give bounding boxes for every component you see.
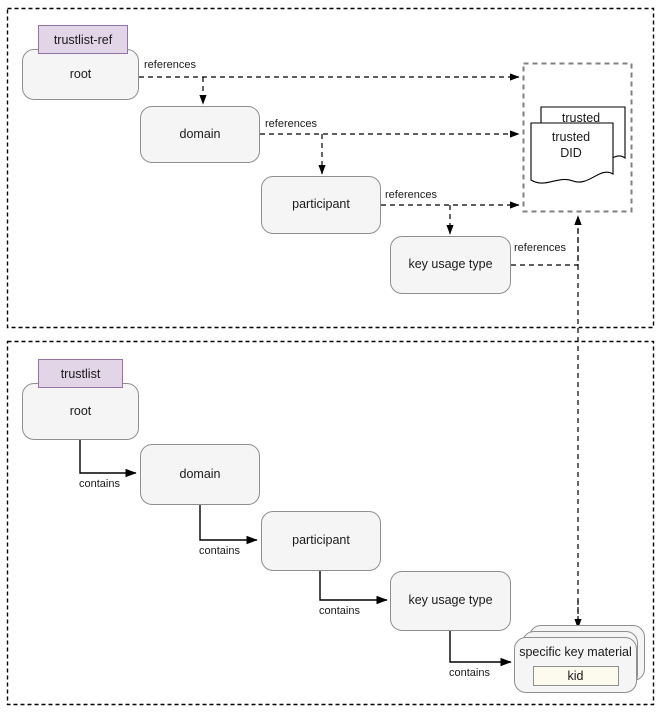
node-list-key-usage-type[interactable]: key usage type bbox=[390, 571, 511, 631]
trusted-did-text-line2: DID bbox=[560, 145, 582, 160]
node-list-domain-label: domain bbox=[179, 466, 221, 481]
edge-list-domain-to-participant bbox=[199, 505, 258, 545]
node-list-key-usage-type-label: key usage type bbox=[408, 593, 493, 608]
edge-list-key-usage-to-key-material bbox=[449, 631, 512, 667]
edge-label-ref-participant: references bbox=[383, 189, 439, 201]
trusted-did-document-front-shape bbox=[530, 122, 614, 184]
node-list-participant[interactable]: participant bbox=[261, 511, 381, 571]
trusted-did-dashed-container bbox=[522, 62, 633, 213]
node-ref-root[interactable]: root bbox=[22, 49, 139, 100]
trusted-document-back-label: trusted bbox=[541, 111, 621, 127]
edge-label-ref-key-usage: references bbox=[512, 242, 568, 254]
edge-label-list-key-usage: contains bbox=[447, 667, 492, 679]
edge-label-list-domain: contains bbox=[197, 545, 242, 557]
edge-label-list-root: contains bbox=[77, 478, 122, 490]
node-list-specific-key-material[interactable]: specific key material kid bbox=[514, 637, 637, 693]
kid-field[interactable]: kid bbox=[532, 665, 619, 686]
kid-label: kid bbox=[567, 668, 584, 683]
node-list-root-label: root bbox=[69, 403, 92, 418]
node-ref-domain[interactable]: domain bbox=[140, 106, 260, 163]
edge-label-list-participant: contains bbox=[317, 605, 362, 617]
edge-list-root-to-domain bbox=[79, 440, 137, 478]
trusted-back-text: trusted bbox=[561, 111, 601, 125]
node-ref-root-label: root bbox=[69, 66, 92, 81]
trusted-did-document-front-label: trusted DID bbox=[531, 130, 611, 161]
trusted-did-text-line1: trusted bbox=[551, 130, 591, 144]
edge-list-participant-to-key-usage bbox=[319, 571, 388, 605]
edge-label-ref-domain: references bbox=[263, 118, 319, 130]
node-list-domain[interactable]: domain bbox=[140, 444, 260, 505]
tag-trustlist-ref-label: trustlist-ref bbox=[53, 32, 113, 47]
edge-ref-key-usage-to-trusted bbox=[511, 215, 582, 266]
group-box-trustlist bbox=[6, 340, 655, 706]
group-box-trustlist-ref bbox=[6, 7, 655, 329]
node-list-participant-label: participant bbox=[292, 533, 350, 548]
node-ref-key-usage-type[interactable]: key usage type bbox=[390, 236, 511, 294]
node-ref-key-usage-type-label: key usage type bbox=[408, 257, 493, 272]
tag-trustlist: trustlist bbox=[38, 359, 123, 388]
edge-label-ref-root: references bbox=[142, 59, 198, 71]
tag-trustlist-label: trustlist bbox=[60, 366, 101, 381]
key-material-title: specific key material bbox=[519, 644, 632, 659]
node-ref-domain-label: domain bbox=[179, 126, 221, 141]
node-ref-participant[interactable]: participant bbox=[261, 176, 381, 234]
tag-trustlist-ref: trustlist-ref bbox=[38, 25, 128, 54]
node-list-root[interactable]: root bbox=[22, 383, 139, 440]
node-ref-participant-label: participant bbox=[292, 197, 350, 212]
